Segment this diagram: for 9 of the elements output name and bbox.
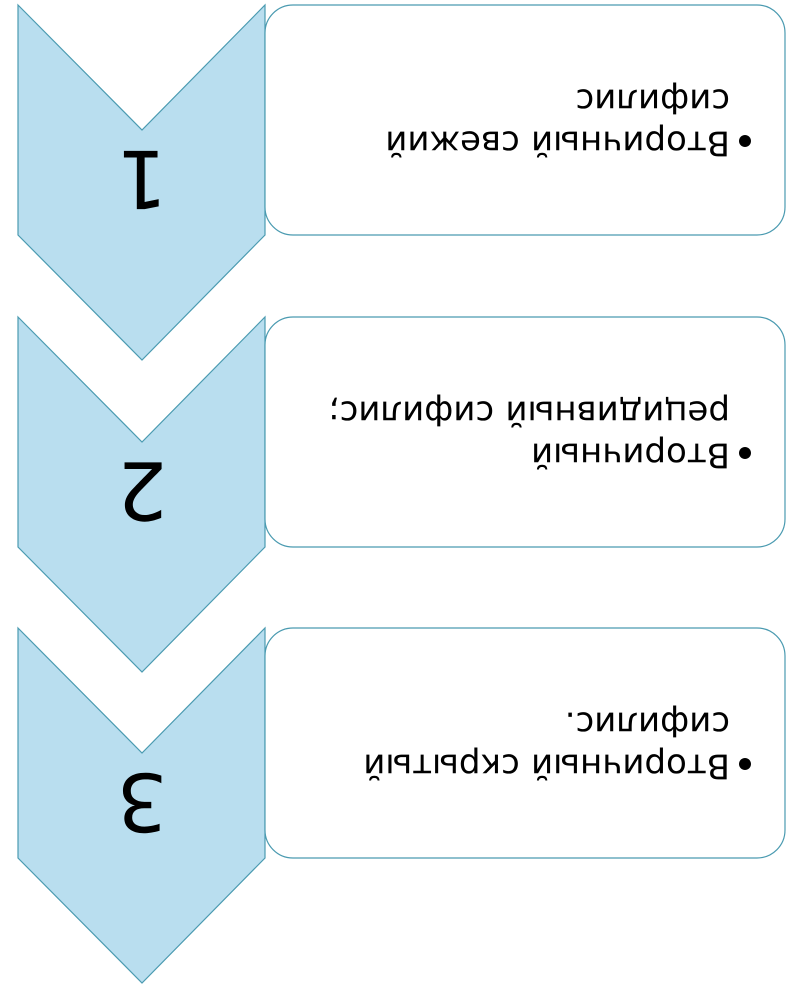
text-box [264, 627, 786, 859]
bullet-text: Вторичный скрытый сифилис. [366, 706, 728, 780]
bullet-text: Вторичный свежий сифилис [388, 82, 728, 158]
bullet-text: Вторичный рецидивный сифилис; [332, 394, 727, 470]
step-number-block: 1 [17, 4, 266, 361]
text-box [264, 4, 786, 236]
step-number-block: 2 [17, 316, 266, 673]
step-number-block: 3 [17, 626, 266, 984]
text-box [264, 316, 786, 548]
